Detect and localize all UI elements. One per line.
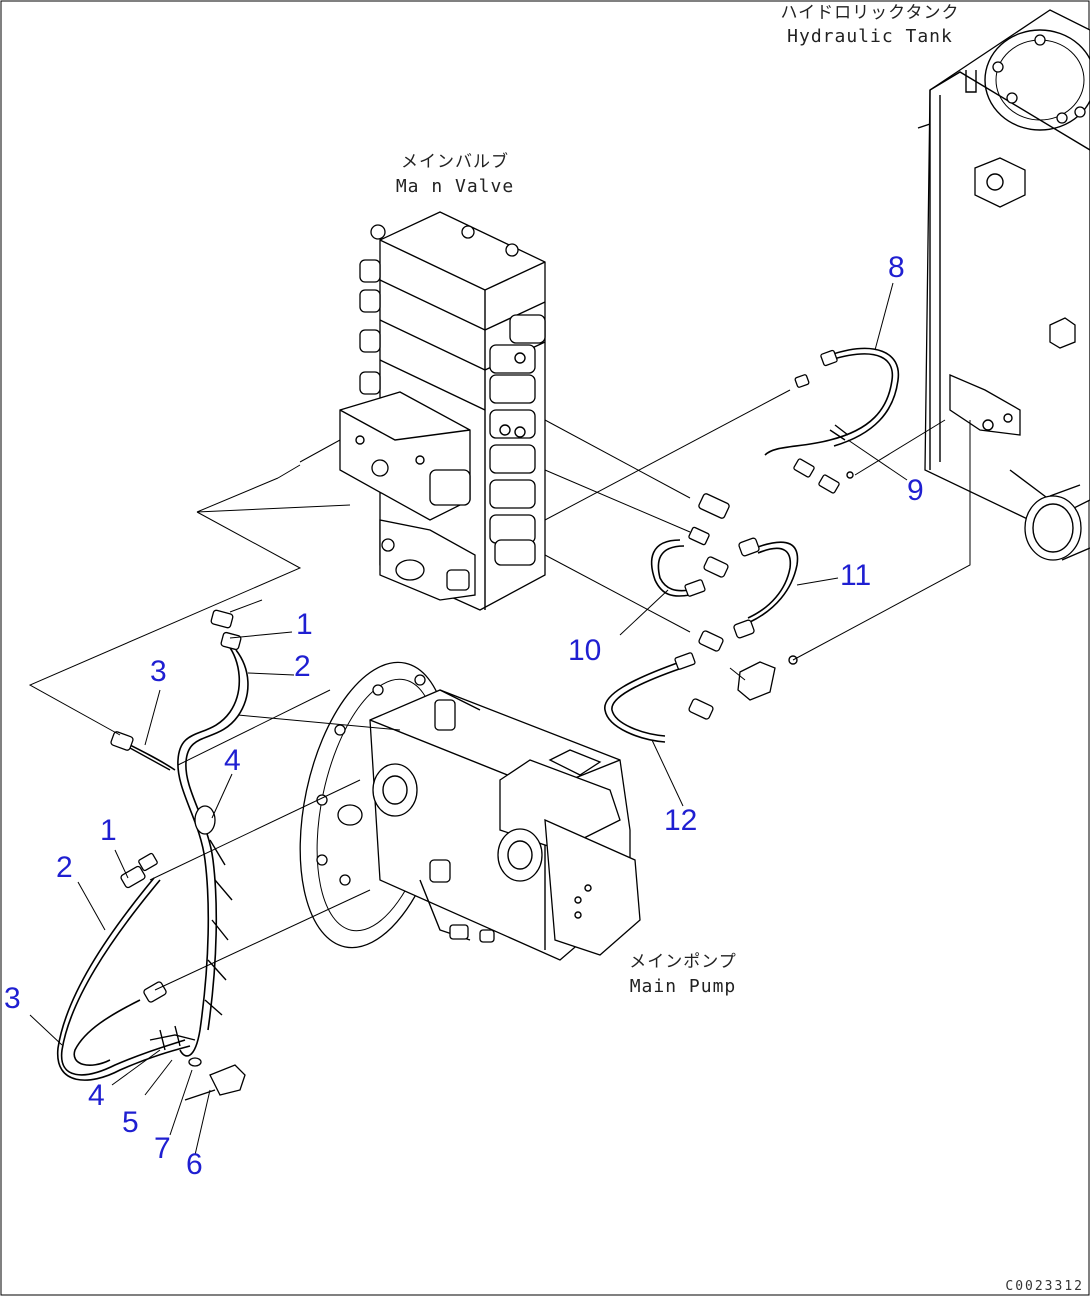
callout-9: 9: [907, 474, 924, 507]
main-valve-label-en: Ma n Valve: [396, 176, 514, 197]
hydraulic-tank-drawing: [917, 9, 1090, 561]
hoses-and-fittings: [57, 347, 900, 1101]
hydraulic-tank-label-jp: ハイドロリックタンク: [781, 3, 960, 23]
main-valve-drawing: [339, 211, 546, 611]
callout-10: 10: [568, 634, 601, 667]
callout-2-lower: 2: [56, 851, 73, 884]
leader-lines: [29, 282, 908, 1156]
callout-8: 8: [888, 251, 905, 284]
callout-1-lower: 1: [100, 814, 117, 847]
callout-5: 5: [122, 1106, 139, 1139]
main-pump-label-en: Main Pump: [630, 976, 737, 997]
callout-11: 11: [840, 559, 871, 592]
main-pump-label-jp: メインポンプ: [629, 952, 737, 972]
callout-1-upper: 1: [296, 608, 313, 641]
callout-4-lower: 4: [88, 1079, 105, 1112]
main-pump-drawing: [299, 661, 641, 961]
drawing-code: C0023312: [1005, 1279, 1084, 1294]
hydraulic-tank-label-en: Hydraulic Tank: [787, 26, 953, 47]
callout-4-upper: 4: [224, 744, 241, 777]
main-valve-label-jp: メインバルブ: [401, 151, 509, 172]
callout-2-upper: 2: [294, 650, 311, 683]
assembly-lines: [28, 389, 971, 991]
callout-3-lower: 3: [4, 982, 21, 1015]
callout-6: 6: [186, 1148, 203, 1181]
callout-12: 12: [664, 804, 697, 837]
callout-7: 7: [154, 1132, 171, 1165]
callout-3-upper: 3: [150, 655, 167, 688]
